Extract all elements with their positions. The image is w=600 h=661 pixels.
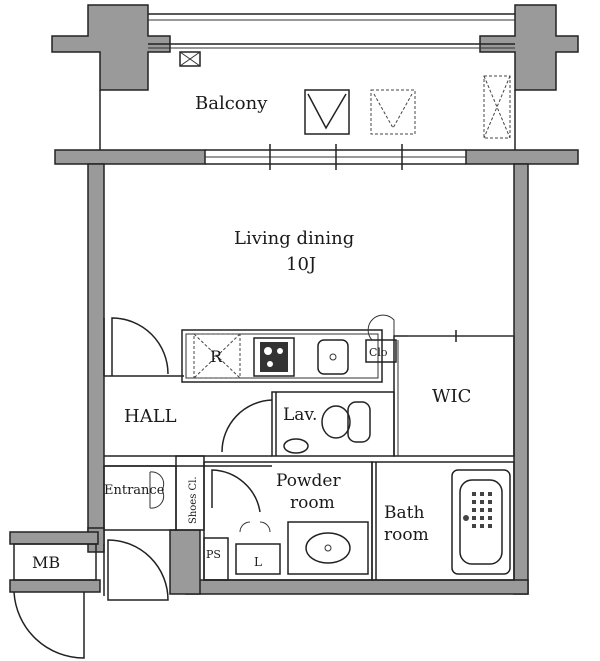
- svg-text:R: R: [210, 347, 223, 366]
- window-wall: [54, 144, 579, 170]
- exterior-walls: [87, 163, 529, 595]
- bath-room-label-1: Bath: [384, 503, 424, 523]
- shoes-cl-label: Shoes Cl.: [188, 476, 199, 524]
- kitchen-sink: [317, 339, 349, 375]
- entrance-area: Entrance Shoes Cl.: [103, 455, 205, 531]
- hall-label: HALL: [124, 406, 177, 427]
- bath-room: Bath room: [371, 461, 515, 581]
- stove: [253, 337, 295, 377]
- lav-label: Lav.: [283, 405, 317, 425]
- svg-text:Clo: Clo: [369, 346, 388, 359]
- balcony-area: Balcony: [51, 4, 579, 150]
- powder-room-label-2: room: [290, 493, 335, 513]
- ac-unit-2: [370, 89, 416, 135]
- ac-unit-1: [304, 89, 350, 135]
- powder-room: PS L Powder room: [203, 461, 373, 581]
- svg-text:L: L: [254, 555, 262, 569]
- bathtub: [451, 469, 511, 575]
- entrance-label: Entrance: [104, 483, 165, 498]
- kitchen: R Clo: [103, 314, 397, 383]
- mb-area: MB: [9, 531, 169, 659]
- wic-label: WIC: [432, 386, 471, 407]
- balcony-label: Balcony: [195, 93, 268, 114]
- hall-area: HALL: [104, 317, 272, 467]
- svg-text:PS: PS: [206, 548, 221, 561]
- mb-label: MB: [32, 553, 60, 572]
- powder-room-label-1: Powder: [276, 471, 341, 491]
- refrigerator: [193, 333, 241, 379]
- living-dining-size: 10J: [286, 254, 316, 275]
- ac-unit-3: [483, 75, 511, 139]
- living-dining-label: Living dining: [234, 228, 354, 249]
- wic: WIC: [393, 330, 515, 457]
- bath-room-label-2: room: [384, 525, 429, 545]
- lavatory: Lav.: [221, 391, 395, 457]
